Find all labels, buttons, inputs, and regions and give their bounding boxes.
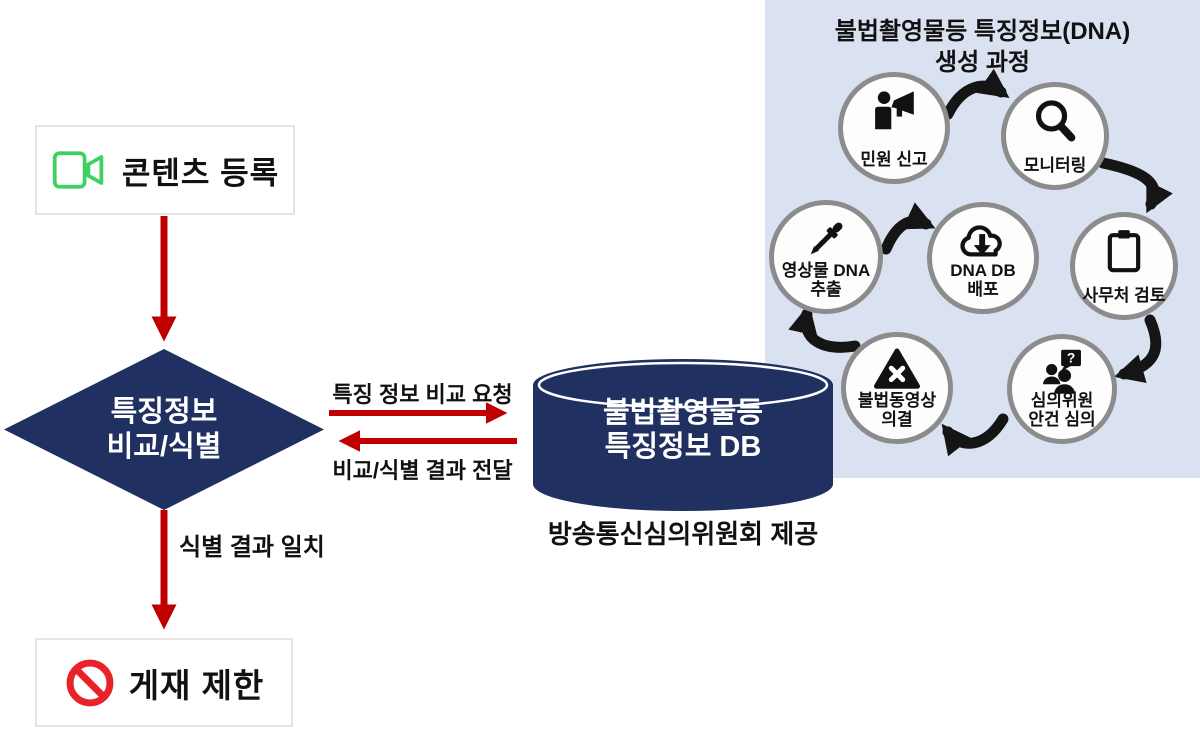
compare-identify-diamond: 특징정보 비교/식별 xyxy=(4,349,324,510)
step-review: 사무처 검토 xyxy=(1070,212,1178,320)
db-line2: 특징정보 DB xyxy=(604,431,762,464)
clipboard-icon xyxy=(1107,230,1141,273)
db-caption: 방송통신심의위원회 제공 xyxy=(547,519,819,549)
restrict-box: 게재 제한 xyxy=(35,638,293,727)
step-committee-label2: 안건 심의 xyxy=(1028,409,1096,429)
step-distribute-label2: 배포 xyxy=(967,279,999,299)
committee-icon: ? xyxy=(1043,349,1081,394)
step-review-label: 사무처 검토 xyxy=(1082,285,1166,305)
step-monitoring-label: 모니터링 xyxy=(1023,155,1087,175)
step-committee: ? 심의위원 안건 심의 xyxy=(1007,334,1117,444)
step-resolution-label1: 불법동영상 xyxy=(857,390,937,410)
diamond-line2: 비교/식별 xyxy=(106,430,222,463)
panel-title-line2: 생성 과정 xyxy=(935,49,1030,77)
magnifier-icon xyxy=(1035,100,1076,142)
feature-db-cylinder xyxy=(528,358,838,516)
cylinder-shape xyxy=(533,359,833,511)
step-distribute-label1: DNA DB xyxy=(950,260,1016,280)
content-register-label: 콘텐츠 등록 xyxy=(121,155,280,191)
step-complaint-label: 민원 신고 xyxy=(860,149,928,169)
response-arrow-label: 비교/식별 결과 전달 xyxy=(332,458,513,483)
step-monitoring: 모니터링 xyxy=(1001,82,1109,190)
panel-title: 불법촬영물등 특징정보(DNA) 생성 과정 xyxy=(765,16,1200,78)
camcorder-icon xyxy=(52,151,104,189)
step-complaint: 민원 신고 xyxy=(838,72,950,184)
panel-title-line1: 불법촬영물등 특징정보(DNA) xyxy=(834,18,1131,45)
megaphone-person-icon xyxy=(875,91,914,130)
request-arrow-label: 특징 정보 비교 요청 xyxy=(332,382,513,407)
db-line1: 불법촬영물등 xyxy=(602,397,764,429)
committee-bubble-question: ? xyxy=(1067,351,1075,366)
content-register-box: 콘텐츠 등록 xyxy=(35,125,295,215)
match-arrow-label: 식별 결과 일치 xyxy=(179,534,325,561)
diamond-line1: 특징정보 xyxy=(110,395,218,428)
step-committee-label1: 심의위원 xyxy=(1030,390,1094,410)
step-resolution-label2: 의결 xyxy=(881,409,913,429)
feature-db-text: 불법촬영물등 특징정보 DB xyxy=(528,396,838,464)
restrict-label: 게재 제한 xyxy=(128,666,265,704)
cloud-download-icon xyxy=(960,225,1002,257)
step-resolution: 불법동영상 의결 xyxy=(841,332,953,444)
step-extraction-label2: 추출 xyxy=(810,279,842,299)
step-distribute: DNA DB 배포 xyxy=(927,202,1039,314)
eyedropper-icon xyxy=(810,222,843,255)
prohibition-icon xyxy=(66,659,114,706)
warning-triangle-icon xyxy=(874,348,920,389)
step-extraction: 영상물 DNA 추출 xyxy=(769,200,883,314)
step-extraction-label1: 영상물 DNA xyxy=(781,260,871,280)
